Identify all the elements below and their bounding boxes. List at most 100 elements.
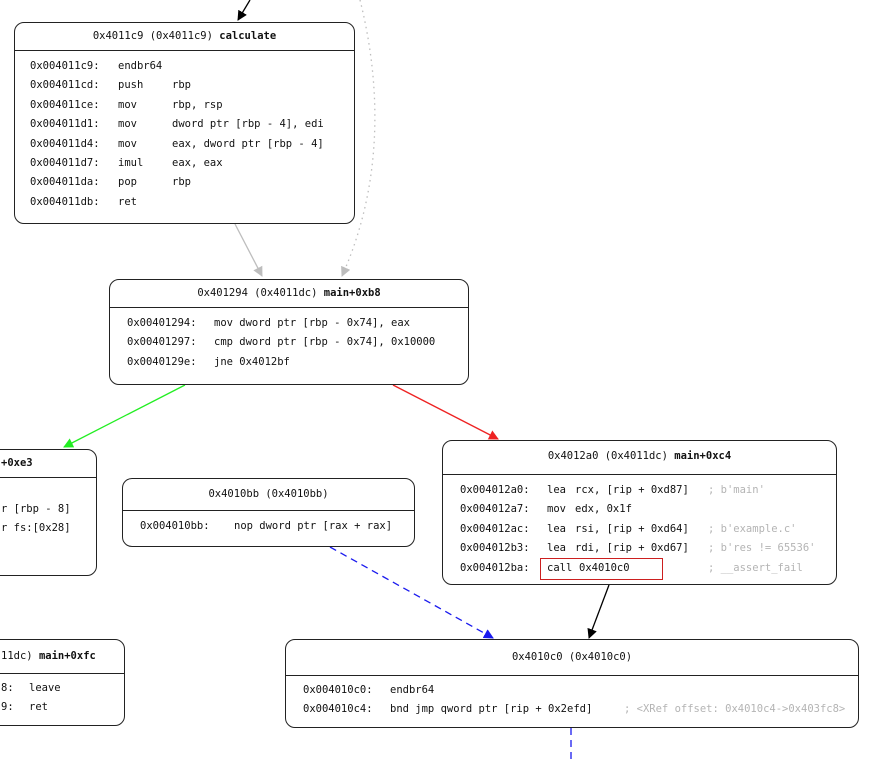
- instruction-address: 0x004012b3:: [460, 542, 530, 555]
- node-body: 0x004012a0: lea rcx, [rip + 0xd87] ; b'main…: [443, 475, 836, 578]
- instruction-mnemonic: call: [547, 561, 573, 574]
- instruction-comment: ; __assert_fail: [708, 561, 803, 574]
- instruction-address: 0x004012ba:: [460, 561, 530, 574]
- instruction-mnemonic: mov: [547, 503, 566, 516]
- instruction-address: 0x004011da:: [30, 176, 100, 189]
- instruction-operands: rbp: [172, 176, 191, 189]
- node-address: 0x401294 (0x4011dc): [197, 287, 318, 299]
- node-body: 0x004011c9:endbr64 0x004011cd: push rbp 0x…: [15, 51, 354, 212]
- instruction-address: 9:: [1, 701, 14, 714]
- edge-false-red: [392, 384, 499, 440]
- instruction-address: 0x004012ac:: [460, 522, 530, 535]
- highlighted-call-instruction[interactable]: [540, 558, 663, 580]
- node-body: 0x00401294: mov dword ptr [rbp - 0x74], e…: [110, 308, 468, 372]
- instruction-text: jne 0x4012bf: [214, 355, 290, 368]
- instruction-mnemonic: imul: [118, 156, 144, 169]
- node-function-name: main+0xfc: [38, 650, 96, 662]
- node-0x4010bb[interactable]: 0x4010bb (0x4010bb) 0x004010bb: nop dword…: [122, 478, 415, 547]
- instruction-comment: ; b'res != 65536': [708, 542, 816, 555]
- instruction-address: 8:: [1, 682, 14, 694]
- instruction-row: 0x004012a0: lea rcx, [rip + 0xd87] ; b'main…: [458, 481, 836, 500]
- instruction-operands: rsi, [rip + 0xd64]: [575, 522, 689, 535]
- node-main-0xfc[interactable]: 11dc) main+0xfc 8: leave 9: ret: [0, 639, 125, 726]
- node-address: 0x4010c0 (0x4010c0): [511, 651, 633, 663]
- instruction-row: r fs:[0x28]: [1, 519, 96, 538]
- instruction-text: ret: [29, 701, 48, 714]
- instruction-row: 9: ret: [1, 698, 124, 717]
- instruction-address: 0x004011d7:: [30, 156, 100, 169]
- node-header: 0x4010c0 (0x4010c0): [286, 640, 858, 676]
- instruction-mnemonic: lea: [547, 542, 566, 555]
- node-main-0xe3[interactable]: +0xe3 r [rbp - 8] r fs:[0x28]: [0, 449, 97, 576]
- node-body: 8: leave 9: ret: [0, 674, 124, 718]
- instruction-address: 0x00401294:: [127, 317, 197, 329]
- edge-calculate-to-main-b8: [234, 223, 263, 277]
- instruction-row: 0x00401294: mov dword ptr [rbp - 0x74], e…: [125, 314, 468, 333]
- instruction-address: 0x004011c9:: [30, 60, 100, 72]
- instruction-operands: dword ptr [rbp - 4], edi: [172, 118, 324, 131]
- node-header: 0x4012a0 (0x4011dc) main+0xc4: [443, 441, 836, 475]
- instruction-operands: eax, eax: [172, 156, 223, 169]
- instruction-text: cmp dword ptr [rbp - 0x74], 0x10000: [214, 336, 436, 349]
- node-function-name: main+0xc4: [674, 450, 732, 462]
- instruction-row: 0x00401297: cmp dword ptr [rbp - 0x74], 0…: [125, 333, 468, 352]
- node-body: 0x004010c0:endbr64 0x004010c4:bnd jmp qw…: [286, 676, 858, 720]
- node-header: 0x401294 (0x4011dc) main+0xb8: [110, 280, 468, 308]
- instruction-comment: ; b'main': [708, 484, 765, 496]
- instruction-address: 0x004011cd:: [30, 79, 100, 92]
- node-body: r [rbp - 8] r fs:[0x28]: [0, 478, 96, 539]
- edge-into-calculate: [237, 0, 251, 21]
- instruction-text: endbr64: [390, 684, 435, 696]
- node-main-0xb8[interactable]: 0x401294 (0x4011dc) main+0xb8 0x00401294…: [109, 279, 469, 385]
- node-header: 0x4011c9 (0x4011c9) calculate: [15, 23, 354, 51]
- instruction-row: r [rbp - 8]: [1, 500, 96, 519]
- node-header: 11dc) main+0xfc: [0, 640, 124, 674]
- instruction-mnemonic: lea: [547, 484, 566, 496]
- instruction-address: 0x0040129e:: [127, 355, 197, 368]
- instruction-row: 0x004012ac: lea rsi, [rip + 0xd64] ; b'exam…: [458, 520, 836, 539]
- instruction-text: leave: [29, 682, 61, 694]
- instruction-text: r fs:[0x28]: [1, 522, 71, 535]
- instruction-operands: edx, 0x1f: [575, 503, 632, 516]
- instruction-comment: ; b'example.c': [708, 522, 797, 535]
- node-calculate[interactable]: 0x4011c9 (0x4011c9) calculate 0x004011c9…: [14, 22, 355, 224]
- node-function-name: main+0xb8: [323, 287, 381, 299]
- instruction-row: 8: leave: [1, 679, 124, 698]
- instruction-text: mov dword ptr [rbp - 0x74], eax: [214, 317, 410, 329]
- instruction-row: 0x004011c9:endbr64: [30, 57, 354, 76]
- instruction-address: 0x004012a0:: [460, 484, 530, 496]
- instruction-address: 0x004010c0:: [303, 684, 373, 696]
- node-function-name: calculate: [219, 30, 277, 42]
- edge-true-green: [63, 384, 186, 448]
- instruction-address: 0x00401297:: [127, 336, 197, 349]
- instruction-address: 0x004011ce:: [30, 98, 100, 111]
- edge-dotted-gray: [341, 0, 376, 277]
- node-address: 11dc): [1, 650, 33, 662]
- node-address: 0x4011c9 (0x4011c9): [92, 30, 213, 42]
- node-header: 0x4010bb (0x4010bb): [123, 479, 414, 511]
- instruction-operands: 0x4010c0: [579, 561, 630, 574]
- instruction-address: 0x004010bb:: [140, 520, 210, 532]
- instruction-text: nop dword ptr [rax + rax]: [234, 520, 393, 532]
- instruction-comment: ; <XRef offset: 0x4010c4->0x403fc8>: [624, 703, 846, 716]
- instruction-address: 0x004011db:: [30, 195, 100, 208]
- instruction-operands: rbp: [172, 79, 191, 92]
- node-main-0xc4[interactable]: 0x4012a0 (0x4011dc) main+0xc4 0x004012a0…: [442, 440, 837, 585]
- instruction-mnemonic: mov: [118, 118, 137, 131]
- edge-call-black: [587, 584, 610, 639]
- instruction-operands: rcx, [rip + 0xd87]: [575, 484, 689, 496]
- instruction-text: r [rbp - 8]: [1, 503, 71, 515]
- instruction-mnemonic: lea: [547, 522, 566, 535]
- instruction-row: 0x0040129e: jne 0x4012bf: [125, 353, 468, 372]
- instruction-row: 0x004011d7: imul eax, eax: [30, 154, 354, 173]
- instruction-mnemonic: push: [118, 79, 144, 92]
- node-0x4010c0[interactable]: 0x4010c0 (0x4010c0) 0x004010c0:endbr64 0…: [285, 639, 859, 728]
